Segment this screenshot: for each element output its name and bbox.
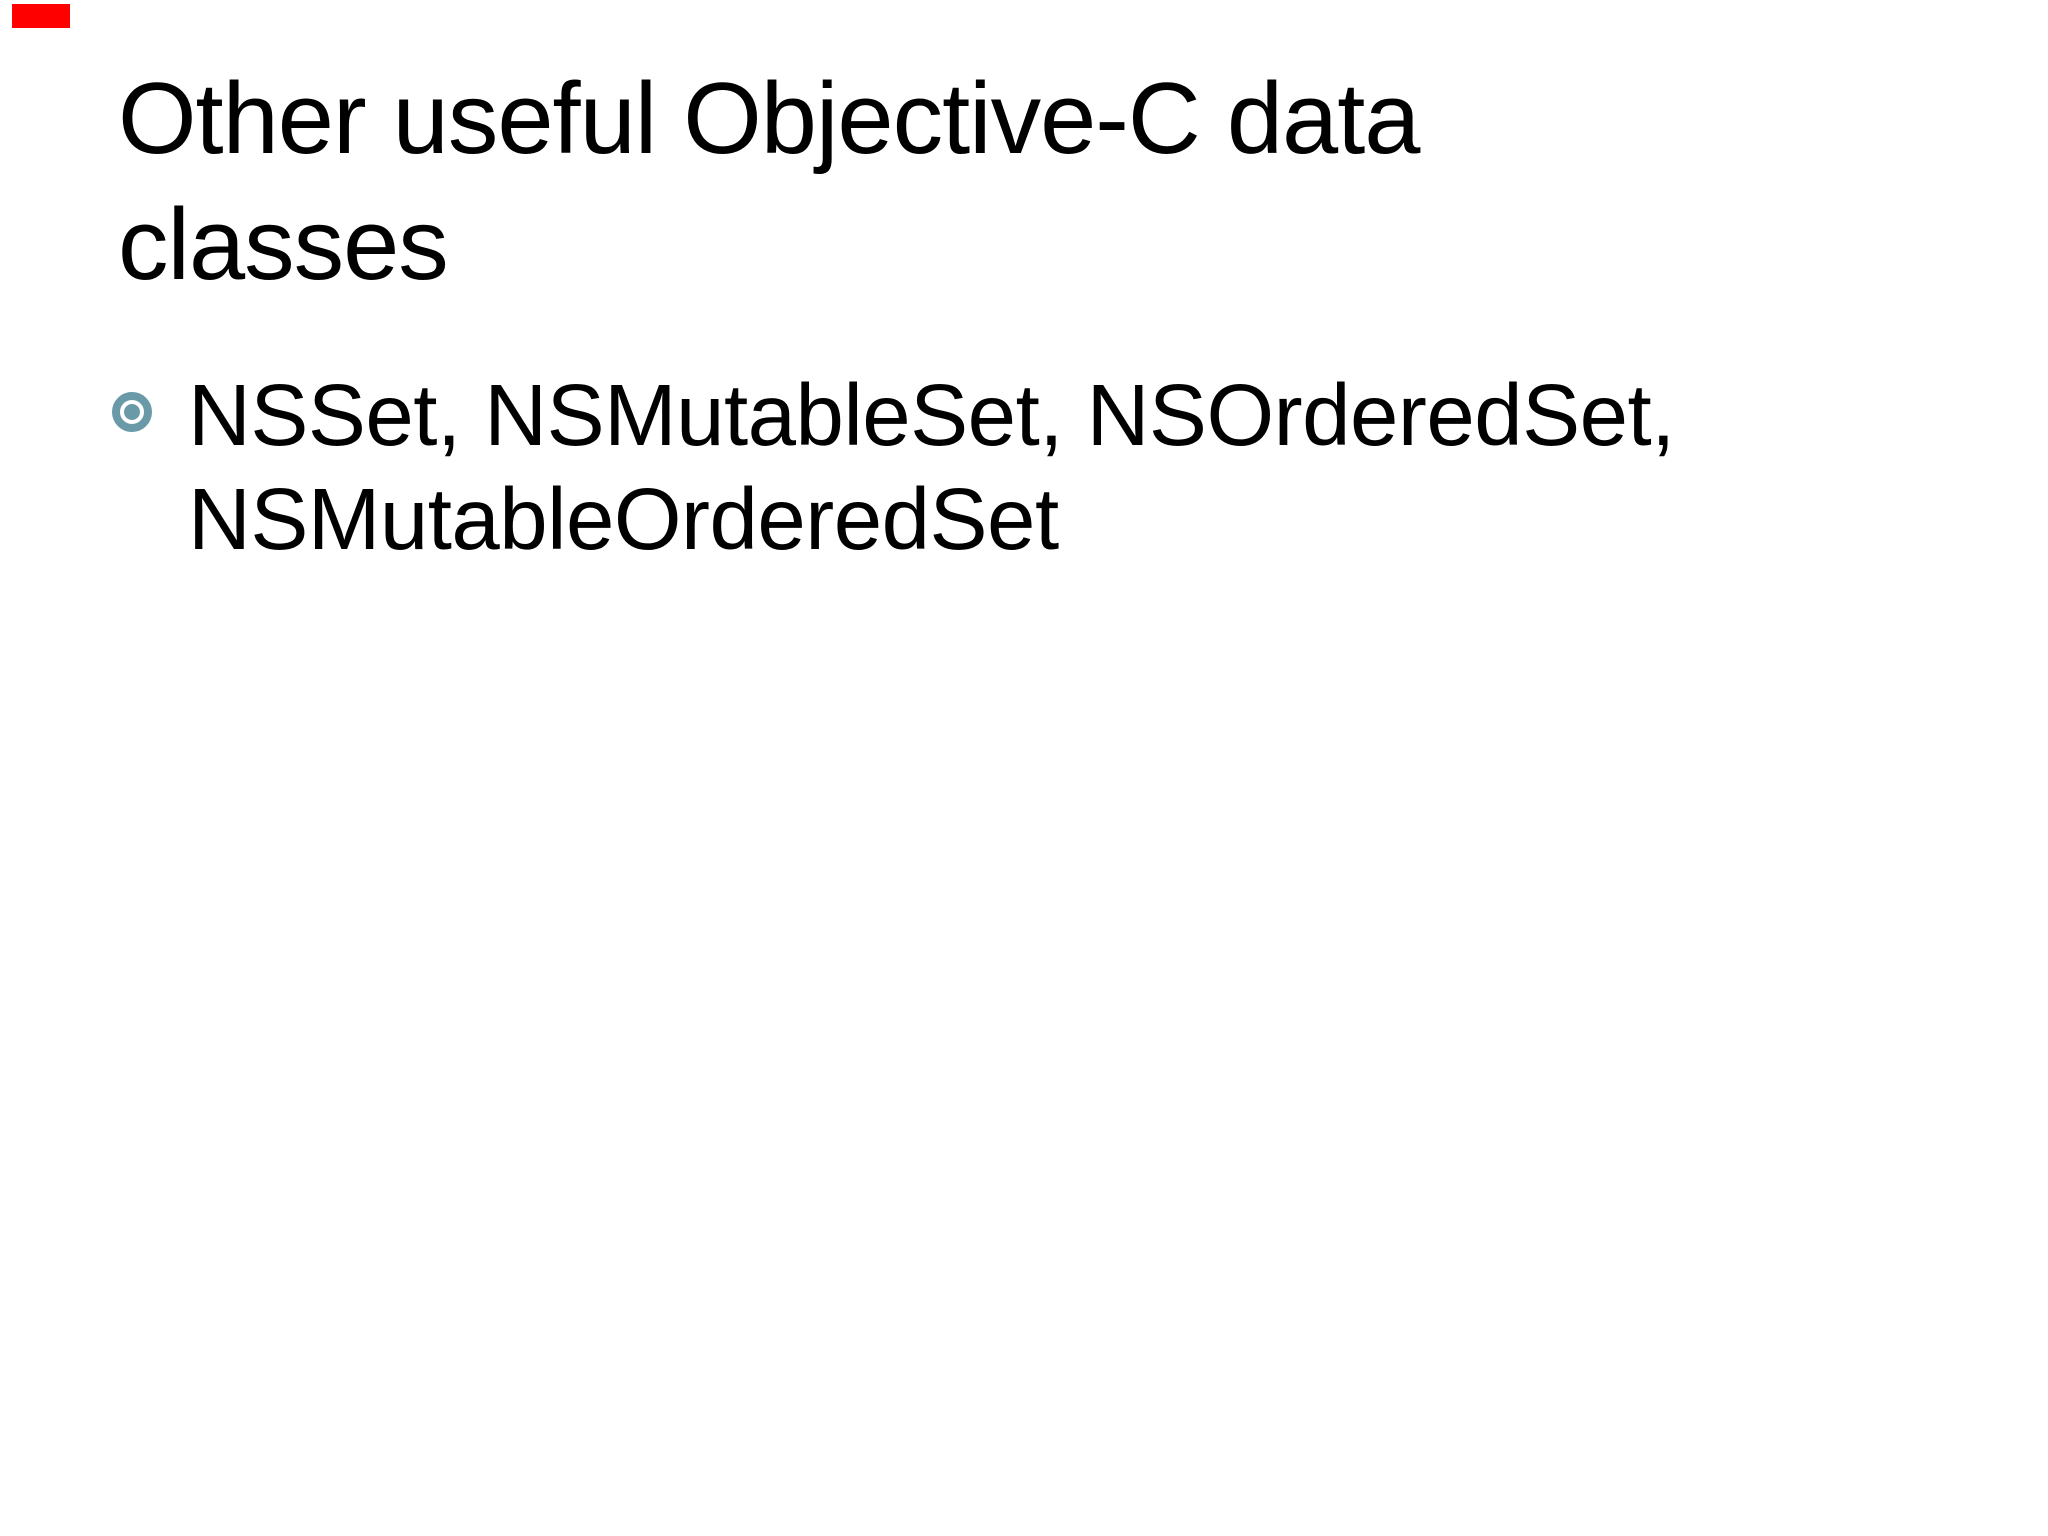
radio-bullet-icon <box>112 392 152 432</box>
red-marker <box>12 4 70 28</box>
bullet-text-line-1: NSSet, NSMutableSet, NSOrderedSet, <box>188 367 1675 464</box>
slide-title-line-2: classes <box>118 189 449 301</box>
bullet-text-line-2: NSMutableOrderedSet <box>188 471 1059 568</box>
slide-title: Other useful Objective-C data classes <box>118 56 1420 308</box>
bullet-item: NSSet, NSMutableSet, NSOrderedSet, NSMut… <box>112 364 1675 572</box>
slide-title-line-1: Other useful Objective-C data <box>118 63 1420 175</box>
radio-bullet-dot <box>124 404 140 420</box>
bullet-text: NSSet, NSMutableSet, NSOrderedSet, NSMut… <box>188 364 1675 572</box>
